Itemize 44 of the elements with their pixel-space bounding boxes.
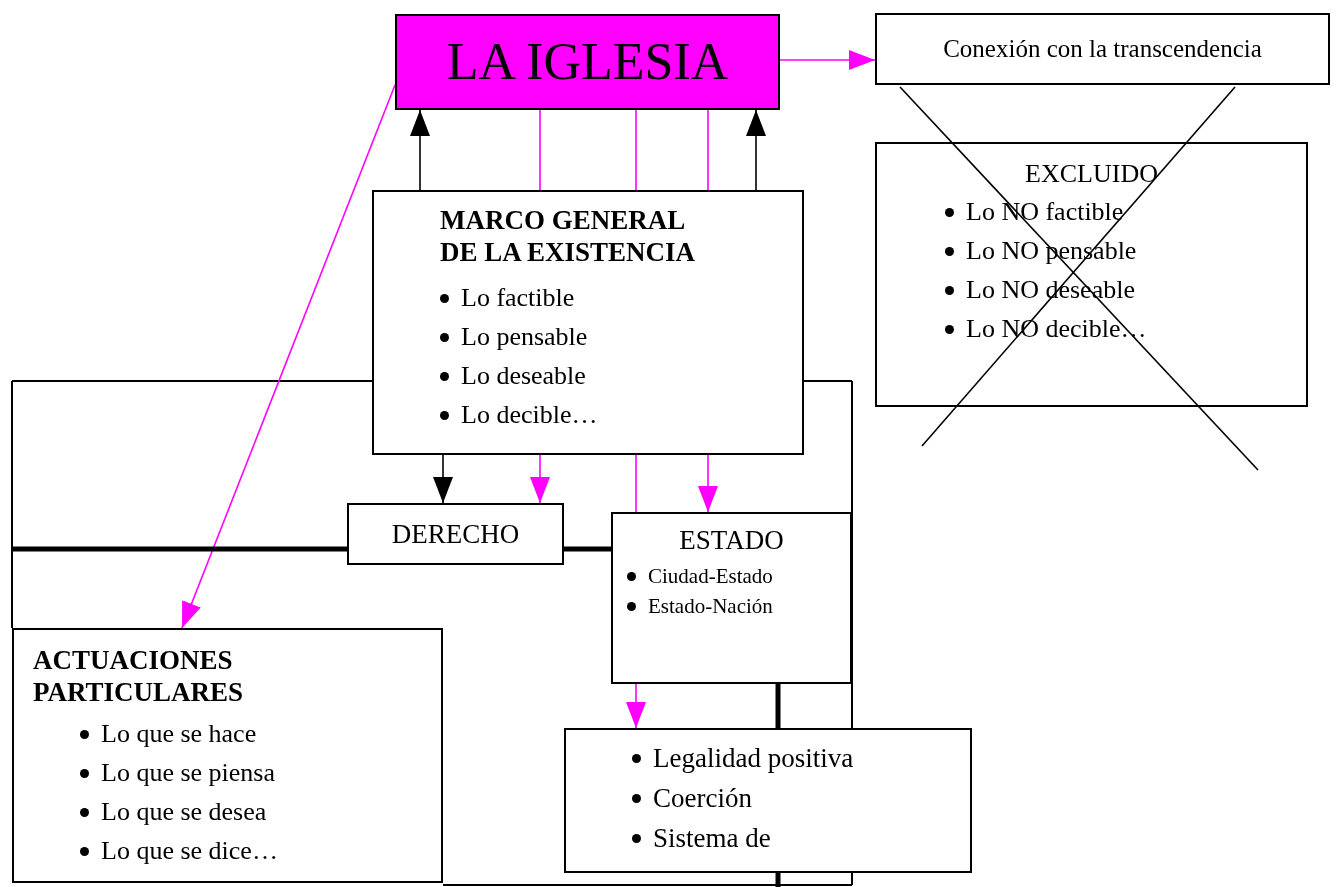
heading: LA IGLESIA: [445, 31, 730, 92]
list-item: Lo factible: [440, 282, 575, 314]
list-item: Lo deseable: [440, 360, 586, 392]
thick-line: [775, 873, 781, 887]
list-item: Legalidad positiva: [632, 742, 854, 775]
connector-line: [539, 109, 541, 191]
list-item: Lo decible…: [440, 399, 598, 431]
list-item: Lo pensable: [440, 321, 588, 353]
list-item: Lo que se desea: [80, 796, 267, 828]
framework-box: [372, 190, 804, 455]
connector-line: [635, 454, 637, 513]
heading: DERECHO: [390, 517, 521, 551]
heading: Conexión con la transcendencia: [942, 34, 1263, 64]
heading: MARCO GENERAL DE LA EXISTENCIA: [440, 204, 697, 269]
thick-line: [775, 684, 781, 728]
church-box: [395, 14, 780, 110]
arrow: [410, 109, 430, 191]
legality-box: [564, 728, 972, 873]
heading: EXCLUIDO: [1024, 158, 1159, 190]
arrow: [530, 454, 550, 504]
arrow: [433, 454, 453, 504]
thick-line: [12, 546, 347, 552]
list-item: Sistema de: [632, 822, 771, 855]
connector-line: [707, 109, 709, 191]
list-item: Lo que se piensa: [80, 757, 275, 789]
law-box: [347, 503, 564, 565]
actions-box: [12, 628, 443, 883]
arrow: [181, 84, 396, 629]
list-item: Lo que se hace: [80, 718, 257, 750]
list-item: Estado-Nación: [627, 594, 773, 620]
arrow: [779, 50, 876, 70]
arrow: [626, 683, 646, 729]
heading: ACTUACIONES PARTICULARES: [33, 644, 245, 709]
connector-line: [635, 109, 637, 191]
thick-line: [564, 546, 611, 552]
state-box: [611, 512, 852, 684]
arrow: [746, 109, 766, 191]
excluded-box: [875, 142, 1308, 407]
heading: ESTADO: [678, 524, 785, 557]
list-item: Ciudad-Estado: [627, 564, 773, 590]
list-item: Lo que se dice…: [80, 835, 278, 867]
list-item: Coerción: [632, 782, 752, 815]
arrow: [698, 454, 718, 513]
connection-box: [875, 13, 1330, 85]
